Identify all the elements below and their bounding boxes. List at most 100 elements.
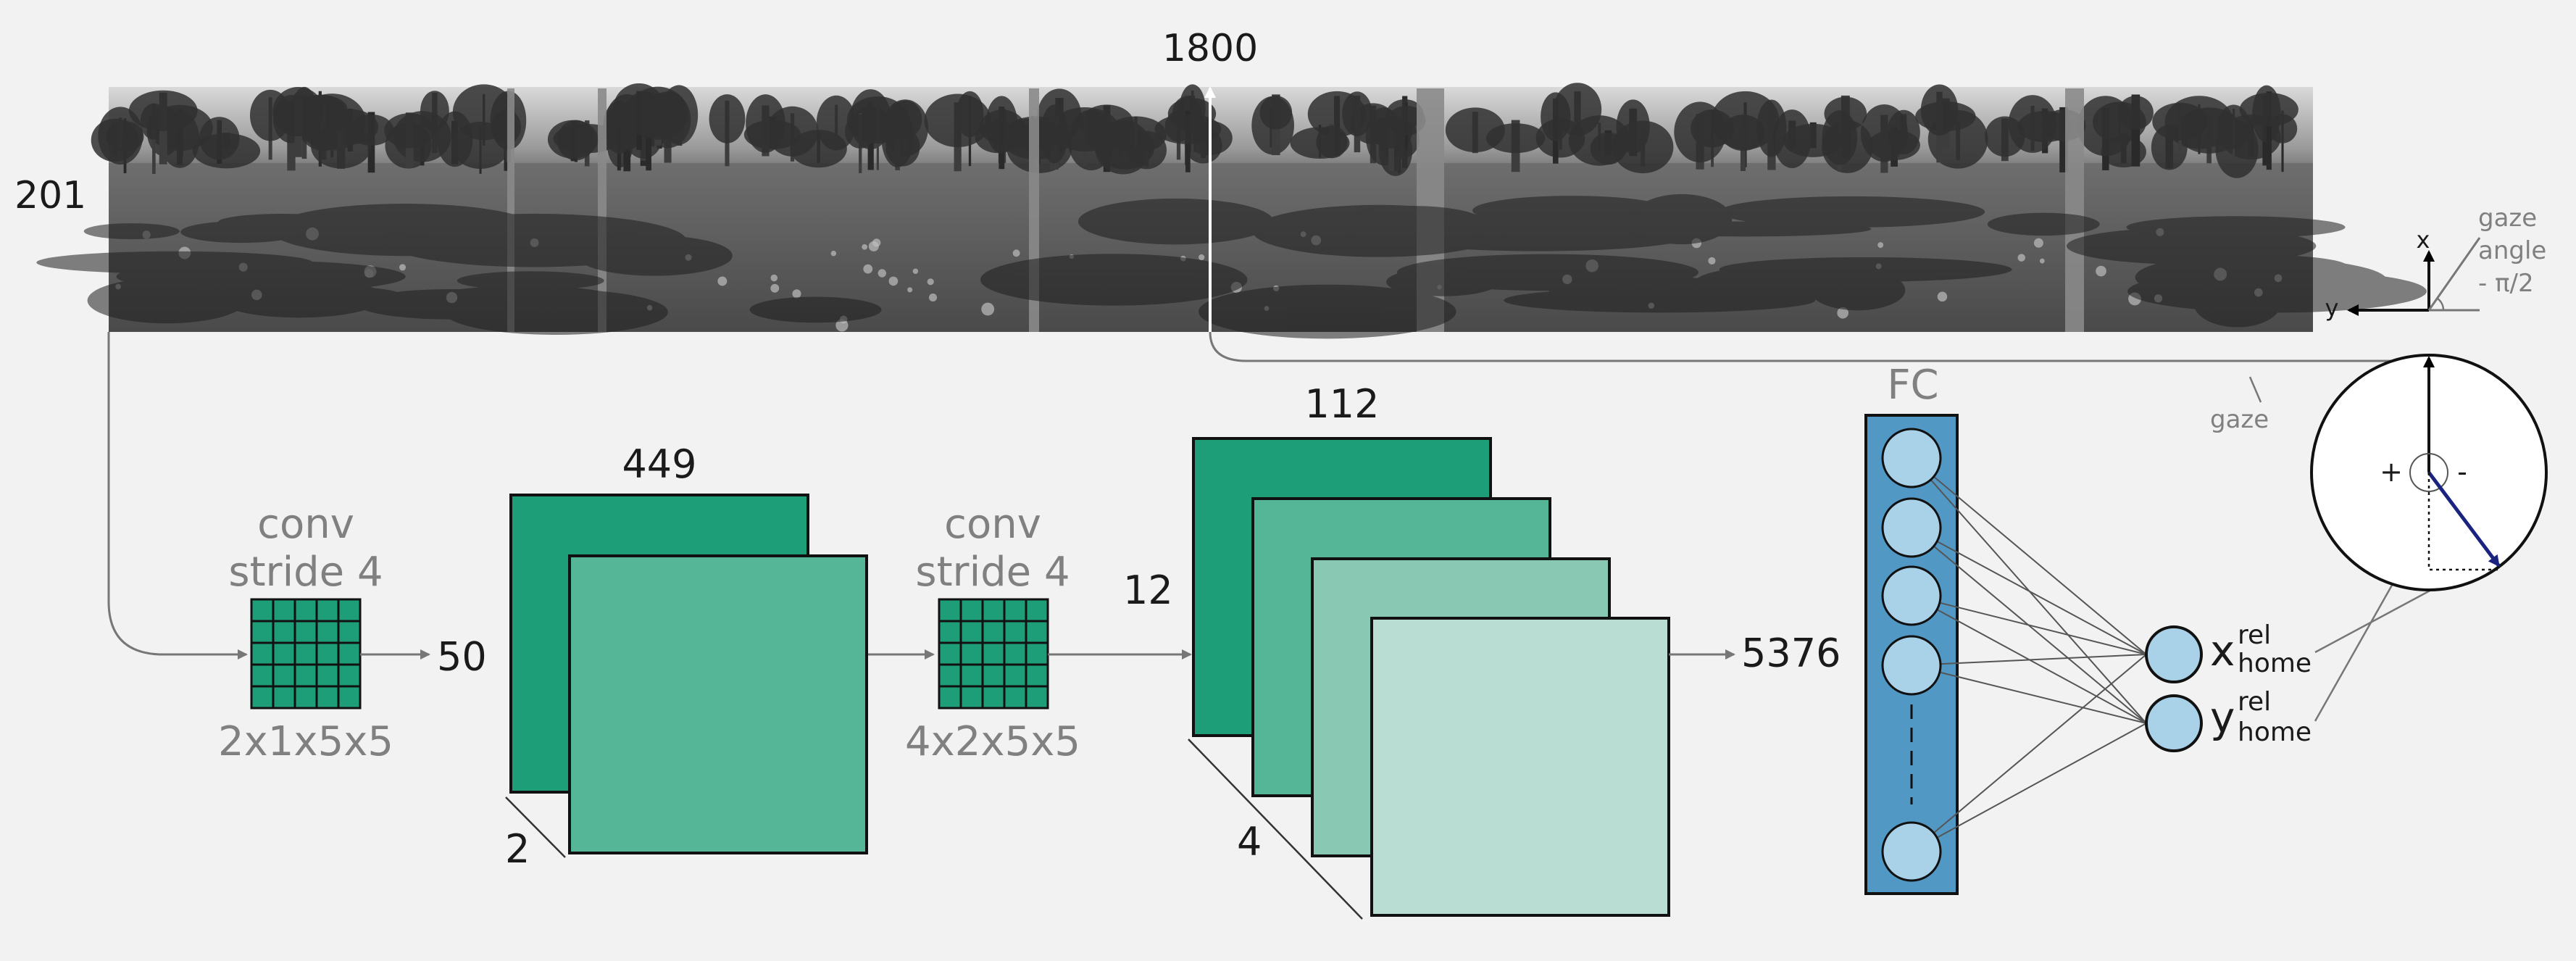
conv1-kernel-cell — [250, 685, 275, 710]
ground-shadow — [1631, 194, 1733, 245]
tree-canopy — [128, 90, 198, 131]
ground-shadow — [1077, 198, 1274, 245]
conv2-kernel-cell — [1025, 598, 1049, 623]
ground-plant — [878, 269, 886, 278]
ground-shadow — [2193, 278, 2281, 328]
ground-plant — [792, 289, 801, 299]
conv1-title-line2: stride 4 — [228, 549, 383, 596]
conv2-kernel-cell — [959, 641, 984, 666]
ground-plant — [927, 278, 934, 286]
output-node-x — [2145, 625, 2203, 683]
tree-canopy — [1104, 116, 1167, 154]
axis-angle-line — [2427, 237, 2481, 311]
conv1-kernel-cell — [293, 620, 318, 644]
conv1-input-height-label: 50 — [437, 634, 487, 680]
block2-height-label: 12 — [1123, 567, 1173, 613]
tree-canopy — [384, 113, 435, 149]
tree-canopy — [1154, 114, 1222, 144]
foreground-trunk — [507, 88, 514, 332]
tree-canopy — [844, 114, 876, 149]
block1-depth-line — [505, 796, 566, 858]
conv1-kernel-cell — [272, 641, 296, 666]
ground-shadow — [1198, 284, 1456, 339]
conv1-kernel-cell — [315, 598, 340, 623]
ground-shadow — [1586, 286, 1700, 312]
conv1-kernel-cell — [272, 663, 296, 688]
block2-depth-line — [1188, 739, 1363, 920]
ground-shadow — [379, 220, 647, 238]
conv2-kernel-cell — [1025, 620, 1049, 644]
conv2-kernel-cell — [938, 685, 962, 710]
gaze-connector-line — [1209, 331, 2430, 398]
fc-connection — [1911, 457, 2147, 655]
tree-canopy — [613, 83, 665, 136]
conv1-kernel-label: 2x1x5x5 — [218, 718, 393, 765]
tree-canopy — [1860, 104, 1908, 162]
ground-plant — [1937, 291, 1948, 302]
ground-shadow — [2126, 216, 2346, 238]
forest-shadows — [36, 194, 2427, 339]
conv1-kernel-cell — [293, 598, 318, 623]
fc-connection — [1911, 723, 2147, 852]
ground-plant — [835, 319, 849, 332]
tree-canopy — [311, 125, 372, 169]
tree-canopy — [2008, 95, 2057, 153]
ground-shadow — [980, 254, 1248, 306]
tree-canopy — [746, 94, 785, 153]
conv1-kernel-cell — [337, 620, 362, 644]
tree-canopy — [924, 93, 991, 148]
gaze-angle-line3: - π/2 — [2478, 269, 2534, 298]
conv2-kernel-cell — [938, 598, 962, 623]
flatten-size-label: 5376 — [1741, 631, 1841, 676]
conv2-title-line2: stride 4 — [915, 549, 1070, 596]
output-x-sup: rel — [2238, 620, 2271, 650]
output-label-x: x rel home — [2210, 620, 2312, 678]
ground-plant — [717, 276, 728, 286]
fc-label: FC — [1887, 362, 1938, 409]
conv2-kernel-cell — [981, 641, 1006, 666]
conv1-kernel-cell — [315, 641, 340, 666]
ground-shadow — [457, 271, 604, 291]
conv2-kernel-grid — [938, 598, 1049, 710]
tree-canopy — [1259, 96, 1293, 130]
conv2-kernel-label: 4x2x5x5 — [905, 718, 1080, 765]
conv1-kernel-cell — [272, 620, 296, 644]
block2-map-4 — [1370, 617, 1670, 917]
fc-nodes — [1881, 428, 1942, 882]
ground-plant — [868, 241, 879, 251]
tree-canopy — [1342, 91, 1372, 137]
tree-trunk — [2266, 91, 2272, 170]
tree-trunk — [2131, 94, 2141, 167]
block1-map-2 — [568, 554, 868, 854]
conv2-kernel-cell — [981, 598, 1006, 623]
conv2-kernel-cell — [1025, 641, 1049, 666]
home-vector-arrow — [2427, 471, 2500, 567]
panorama-width-label: 1800 — [1162, 27, 1258, 70]
conv2-kernel-cell — [959, 620, 984, 644]
tree-canopy — [1783, 123, 1843, 157]
conv1-kernel-cell — [250, 598, 275, 623]
output-node-y — [2145, 694, 2203, 752]
gaze-label-leader — [2248, 376, 2262, 403]
conv1-kernel-cell — [315, 685, 340, 710]
conv2-kernel-cell — [959, 598, 984, 623]
fc-connection — [1911, 654, 2147, 852]
panorama-height-label: 201 — [14, 174, 86, 217]
output-x-sub: home — [2238, 649, 2312, 678]
conv1-kernel-cell — [315, 663, 340, 688]
tree-canopy — [1316, 125, 1348, 159]
tree-canopy — [2117, 96, 2154, 130]
ground-shadow — [1719, 257, 2012, 282]
conv1-kernel-cell — [250, 641, 275, 666]
conv1-kernel-cell — [250, 620, 275, 644]
ground-plant — [1012, 249, 1020, 257]
conv1-kernel-cell — [293, 663, 318, 688]
ground-shadow — [357, 288, 545, 320]
ground-shadow — [83, 223, 180, 240]
gaze-angle-line2: angle — [2478, 236, 2546, 265]
conv2-kernel-cell — [959, 663, 984, 688]
tree-canopy — [547, 120, 599, 159]
ground-plant — [770, 274, 778, 282]
output-x-base: x — [2210, 626, 2235, 675]
